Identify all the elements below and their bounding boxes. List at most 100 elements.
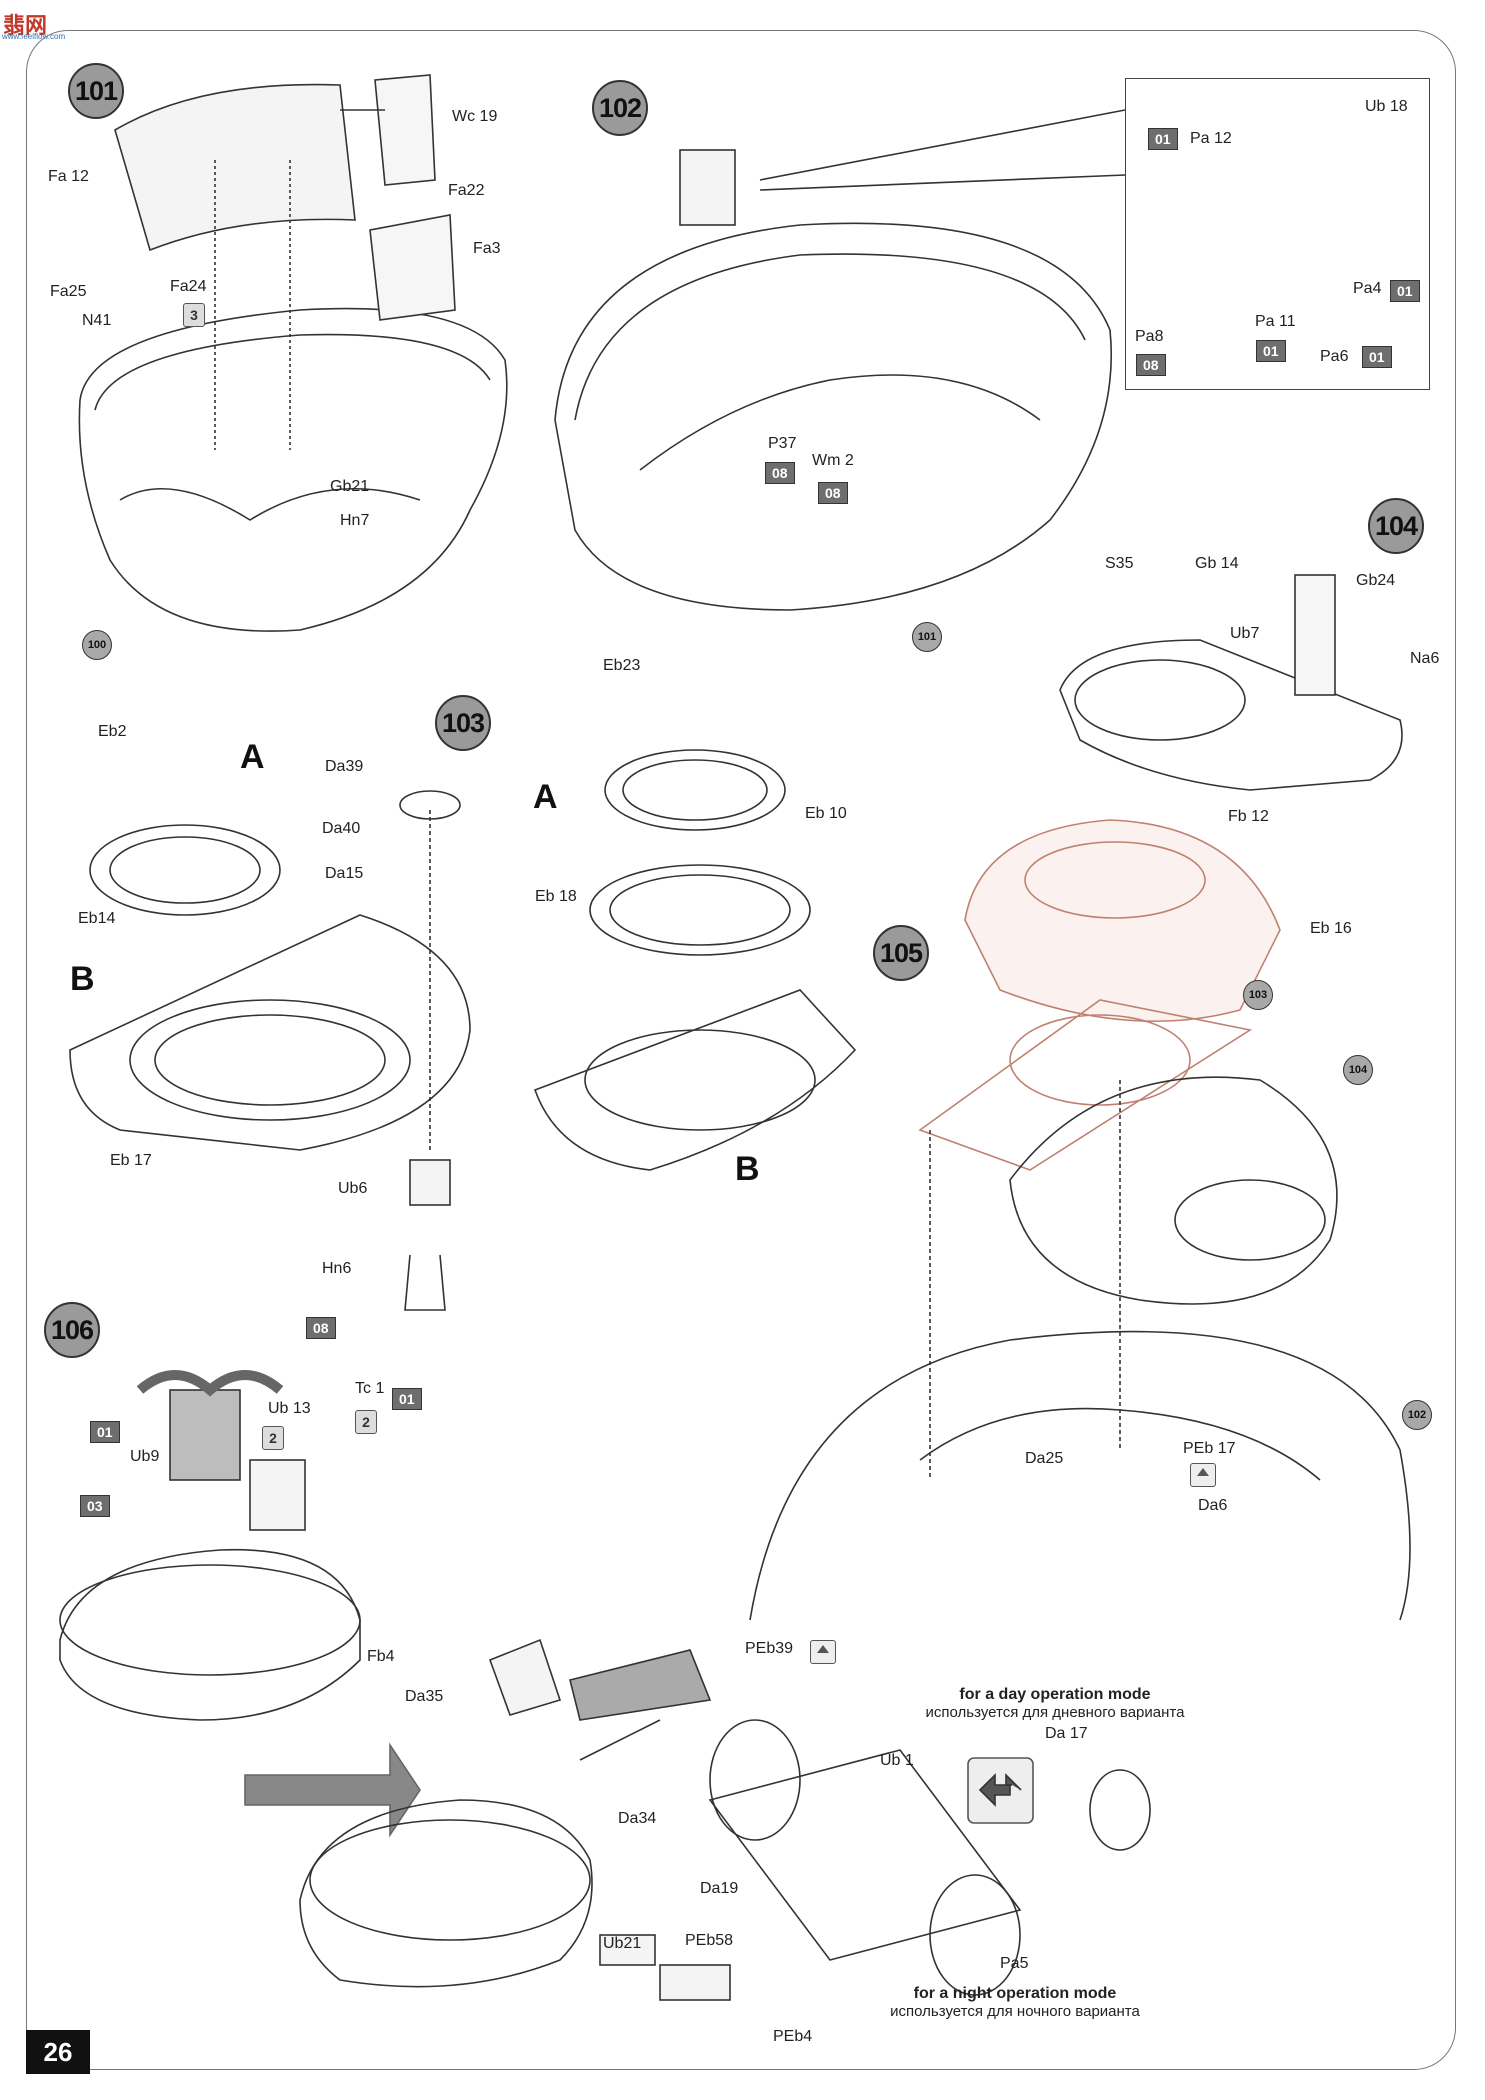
label-pa6: Pa6: [1320, 348, 1349, 365]
label-wc19: Wc 19: [452, 108, 498, 125]
step-103-marker: 103: [435, 695, 491, 751]
badge-01-pa6: 01: [1362, 346, 1392, 368]
label-pa5: Pa5: [1000, 1955, 1029, 1972]
step-101-marker: 101: [68, 63, 124, 119]
label-da19: Da19: [700, 1880, 739, 1897]
label-wm2: Wm 2: [812, 452, 854, 469]
label-hn7: Hn7: [340, 512, 370, 529]
label-fa22: Fa22: [448, 182, 485, 199]
label-gb21: Gb21: [330, 478, 370, 495]
step-103-middle-drawing: [533, 749, 857, 1171]
badge-08-goggles: 08: [306, 1317, 336, 1339]
label-da6: Da6: [1198, 1497, 1228, 1514]
label-ub1: Ub 1: [880, 1752, 914, 1769]
label-fb12: Fb 12: [1228, 808, 1269, 825]
label-da25: Da25: [1025, 1450, 1064, 1467]
label-peb39: PEb39: [745, 1640, 794, 1657]
label-da40: Da40: [322, 820, 361, 837]
bottom-assembly-drawing: [299, 1638, 1151, 2001]
label-eb23: Eb23: [603, 657, 641, 674]
label-n41: N41: [82, 312, 112, 329]
swap-icon: [967, 1757, 1034, 1824]
badge-08-wm2: 08: [818, 482, 848, 504]
step-102-marker: 102: [592, 80, 648, 136]
badge-01-pa12: 01: [1148, 128, 1178, 150]
ref-103: 103: [1243, 980, 1273, 1010]
label-eb16: Eb 16: [1310, 920, 1352, 937]
label-ub13: Ub 13: [268, 1400, 311, 1417]
badge-03-base: 03: [80, 1495, 110, 1517]
label-peb58: PEb58: [685, 1932, 734, 1949]
label-da39: Da39: [325, 758, 364, 775]
label-eb10: Eb 10: [805, 805, 847, 822]
step-103-drawing: [69, 790, 471, 1311]
label-ub18: Ub 18: [1365, 98, 1408, 115]
label-ub6: Ub6: [338, 1180, 368, 1197]
watermark-logo: 翡网 www.feelflow.com: [0, 0, 78, 44]
label-gb14: Gb 14: [1195, 555, 1239, 572]
badge-01-pa4: 01: [1390, 280, 1420, 302]
step-106-marker: 106: [44, 1302, 100, 1358]
label-peb17: PEb 17: [1183, 1440, 1236, 1457]
letter-b-left: B: [70, 960, 95, 998]
ref-102: 102: [1402, 1400, 1432, 1430]
label-p37: P37: [768, 435, 797, 452]
quantity-2-ub13: 2: [262, 1426, 284, 1450]
note-night-mode: for a night operation mode используется …: [840, 1985, 1190, 2020]
label-tc1: Tc 1: [355, 1380, 385, 1397]
note-night-en: for a night operation mode: [913, 1985, 1117, 2002]
watermark-url: www.feelflow.com: [2, 32, 66, 41]
step-101-drawing: [78, 74, 508, 632]
letter-a-left: A: [240, 738, 265, 776]
ref-104: 104: [1343, 1055, 1373, 1085]
page-frame: [26, 30, 1456, 2070]
label-eb14: Eb14: [78, 910, 116, 927]
quantity-3: 3: [183, 303, 205, 327]
watermark-title: 翡网: [3, 13, 48, 38]
step-105-drawing: [749, 819, 1411, 1621]
label-gb24: Gb24: [1356, 572, 1396, 589]
label-fa25: Fa25: [50, 283, 87, 300]
label-eb18: Eb 18: [535, 888, 577, 905]
badge-08-p37: 08: [765, 462, 795, 484]
label-pa8: Pa8: [1135, 328, 1164, 345]
label-da15: Da15: [325, 865, 364, 882]
photo-etch-icon-peb39: [810, 1640, 836, 1664]
page-number: 26: [26, 2030, 90, 2074]
badge-08-pa8: 08: [1136, 354, 1166, 376]
label-fa24: Fa24: [170, 278, 207, 295]
ref-101: 101: [912, 622, 942, 652]
step-105-marker: 105: [873, 925, 929, 981]
label-ub7: Ub7: [1230, 625, 1260, 642]
quantity-2-tc1: 2: [355, 1410, 377, 1434]
step-102-drawing: [554, 109, 1126, 611]
step-104-marker: 104: [1368, 498, 1424, 554]
note-day-mode: for a day operation mode используется дл…: [880, 1686, 1230, 1721]
note-day-ru: используется для дневного варианта: [925, 1704, 1185, 1721]
note-day-en: for a day operation mode: [959, 1686, 1151, 1703]
ref-100: 100: [82, 630, 112, 660]
label-s35: S35: [1105, 555, 1134, 572]
step-106-drawing: [59, 1370, 421, 1838]
letter-b-mid: B: [735, 1150, 760, 1188]
label-pa11: Pa 11: [1255, 313, 1296, 330]
label-ub21: Ub21: [603, 1935, 642, 1952]
label-da17: Da 17: [1045, 1725, 1088, 1742]
label-pa4: Pa4: [1353, 280, 1382, 297]
label-fa12: Fa 12: [48, 168, 89, 185]
badge-01-pa11: 01: [1256, 340, 1286, 362]
letter-a-mid: A: [533, 778, 558, 816]
label-eb17: Eb 17: [110, 1152, 152, 1169]
photo-etch-icon-peb17: [1190, 1463, 1216, 1487]
label-fa3: Fa3: [473, 240, 501, 257]
step-104-drawing: [1059, 574, 1403, 791]
label-na6: Na6: [1410, 650, 1440, 667]
label-da34: Da34: [618, 1810, 657, 1827]
label-hn6: Hn6: [322, 1260, 352, 1277]
badge-01-tc1: 01: [392, 1388, 422, 1410]
label-ub9: Ub9: [130, 1448, 160, 1465]
note-night-ru: используется для ночного варианта: [890, 2003, 1140, 2020]
label-fb4: Fb4: [367, 1648, 395, 1665]
label-eb2: Eb2: [98, 723, 127, 740]
